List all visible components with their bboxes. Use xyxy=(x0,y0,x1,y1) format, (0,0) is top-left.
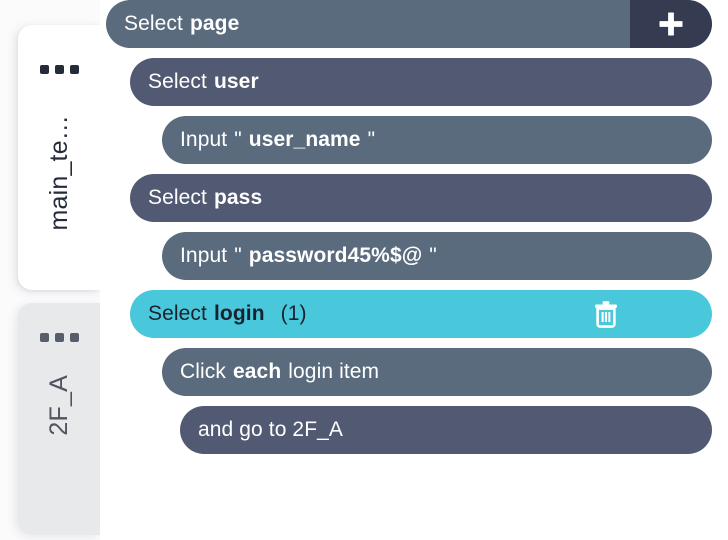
step-row-label: Click each login item xyxy=(180,360,379,384)
step-verb: Click xyxy=(180,360,226,383)
add-step-button[interactable] xyxy=(630,0,712,48)
grip-dot xyxy=(69,65,79,74)
step-row-label: Select login (1) xyxy=(148,302,307,326)
sidebar-tab-main-label: main_te… xyxy=(44,115,73,231)
step-target: page xyxy=(189,12,240,35)
sidebar-tab-main[interactable]: main_te… xyxy=(18,25,100,290)
sidebar-tab-2fa-label-wrap: 2F_A xyxy=(18,375,100,525)
trash-icon[interactable] xyxy=(590,298,622,330)
step-row[interactable]: Select pass xyxy=(130,174,712,222)
step-verb: Select xyxy=(148,302,207,325)
step-target: pass xyxy=(213,186,263,209)
step-verb: Select xyxy=(124,12,183,35)
step-target: each xyxy=(233,360,282,383)
grip-dot xyxy=(39,65,49,74)
step-target: user xyxy=(213,70,259,93)
step-row-label: Select user xyxy=(148,70,259,94)
step-verb: Input xyxy=(180,128,228,151)
grip-dot xyxy=(69,333,79,342)
step-row-label: Input " user_name " xyxy=(180,128,375,152)
grip-dot xyxy=(39,333,49,342)
step-verb: Select xyxy=(148,186,207,209)
step-count-badge: (1) xyxy=(280,302,307,325)
sidebar-tab-2fa[interactable]: 2F_A xyxy=(18,303,100,535)
kebab-grip-icon[interactable] xyxy=(18,65,100,74)
plus-icon xyxy=(656,9,686,39)
step-row-label: Input " password45%$@ " xyxy=(180,244,437,268)
step-target: user_name xyxy=(248,128,361,151)
step-row[interactable]: Select page xyxy=(106,0,712,48)
step-row[interactable]: Select login (1) xyxy=(130,290,712,338)
grip-dot xyxy=(54,65,64,74)
grip-dot xyxy=(54,333,64,342)
sidebar-tab-main-label-wrap: main_te… xyxy=(18,115,100,280)
sidebar: main_te… 2F_A xyxy=(0,0,100,540)
step-quote-open: " xyxy=(234,128,242,151)
step-verb: Select xyxy=(148,70,207,93)
step-row[interactable]: Input " password45%$@ " xyxy=(162,232,712,280)
step-row-label: and go to 2F_A xyxy=(198,418,343,442)
step-suffix: login item xyxy=(288,360,380,383)
kebab-grip-icon[interactable] xyxy=(18,333,100,342)
step-row[interactable]: Input " user_name " xyxy=(162,116,712,164)
step-quote-close: " xyxy=(367,128,376,151)
sidebar-tab-2fa-label: 2F_A xyxy=(44,375,73,436)
step-row-label: Select page xyxy=(124,12,239,36)
step-row[interactable]: Select user xyxy=(130,58,712,106)
step-row-label: Select pass xyxy=(148,186,262,210)
step-row[interactable]: Click each login item xyxy=(162,348,712,396)
step-target: password45%$@ xyxy=(248,244,423,267)
step-quote-close: " xyxy=(429,244,437,267)
step-target: login xyxy=(213,302,265,325)
step-row[interactable]: and go to 2F_A xyxy=(180,406,712,454)
step-verb: Input xyxy=(180,244,228,267)
step-quote-open: " xyxy=(234,244,242,267)
step-verb: and go to 2F_A xyxy=(198,418,344,441)
